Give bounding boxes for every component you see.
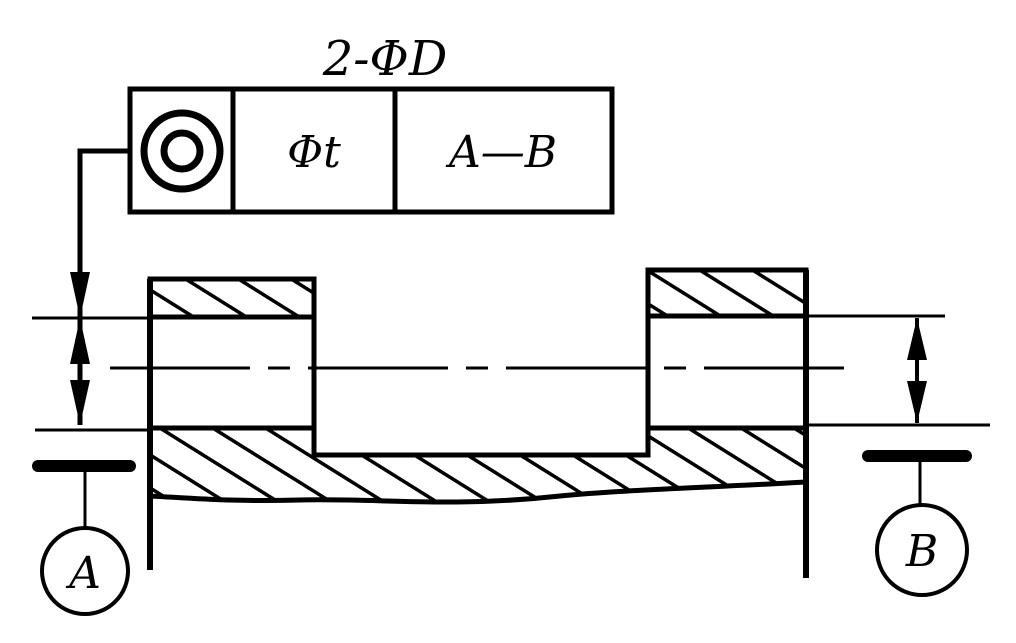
leader-line	[70, 148, 130, 425]
datum-a-letter: A	[65, 548, 101, 599]
datum-a: A	[32, 460, 136, 616]
coaxiality-symbol-icon	[140, 109, 224, 193]
datum-b: B	[862, 450, 972, 597]
hole-count-diameter-label: 2-ΦD	[322, 31, 448, 87]
part-section	[147, 267, 809, 578]
extension-lines	[32, 314, 990, 432]
datum-b-letter: B	[905, 526, 938, 577]
tolerance-value: Φt	[287, 127, 341, 178]
datum-reference: A—B	[445, 127, 557, 178]
feature-control-frame: Φt A—B	[127, 86, 615, 215]
dimension-arrow-right	[907, 318, 927, 423]
